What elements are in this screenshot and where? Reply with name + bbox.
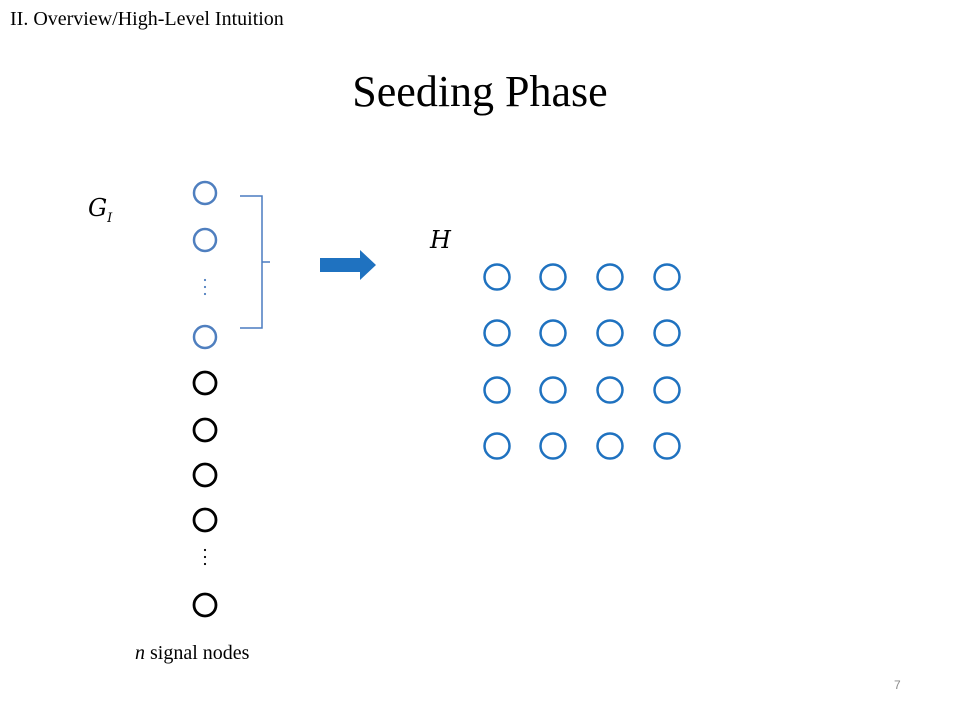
grid-node bbox=[483, 319, 511, 347]
grid-node bbox=[539, 376, 567, 404]
group-bracket bbox=[240, 195, 270, 329]
grid-node bbox=[539, 432, 567, 460]
target-label: H bbox=[430, 226, 451, 254]
selected-signal-node bbox=[192, 324, 218, 350]
grid-node bbox=[483, 263, 511, 291]
grid-node bbox=[596, 432, 624, 460]
grid-node bbox=[653, 263, 681, 291]
mapping-arrow-icon bbox=[320, 250, 376, 280]
selected-signal-node bbox=[192, 180, 218, 206]
node-caption: n signal nodes bbox=[135, 640, 249, 666]
group-symbol: G bbox=[88, 194, 108, 222]
signal-node bbox=[192, 462, 218, 488]
signal-node bbox=[192, 370, 218, 396]
signal-node-column bbox=[192, 180, 218, 618]
grid-node bbox=[596, 319, 624, 347]
grid-node bbox=[483, 432, 511, 460]
group-subscript: I bbox=[107, 210, 113, 226]
column-ellipsis bbox=[203, 548, 207, 566]
grid-node bbox=[596, 263, 624, 291]
group-ellipsis bbox=[203, 278, 207, 296]
signal-node bbox=[192, 417, 218, 443]
page-number: 7 bbox=[894, 678, 901, 692]
group-label: GI bbox=[88, 194, 112, 233]
grid-node bbox=[539, 319, 567, 347]
grid-node bbox=[539, 263, 567, 291]
node-grid bbox=[483, 263, 681, 460]
grid-node bbox=[653, 319, 681, 347]
grid-node bbox=[653, 376, 681, 404]
caption-variable: n bbox=[135, 642, 145, 664]
grid-node bbox=[653, 432, 681, 460]
slide-title: Seeding Phase bbox=[352, 67, 608, 116]
caption-text: signal nodes bbox=[145, 642, 250, 664]
grid-node bbox=[483, 376, 511, 404]
signal-node bbox=[192, 592, 218, 618]
grid-node bbox=[596, 376, 624, 404]
section-label: II. Overview/High-Level Intuition bbox=[10, 8, 284, 30]
selected-signal-node bbox=[192, 227, 218, 253]
ellipsis-group bbox=[203, 278, 207, 566]
signal-node bbox=[192, 507, 218, 533]
